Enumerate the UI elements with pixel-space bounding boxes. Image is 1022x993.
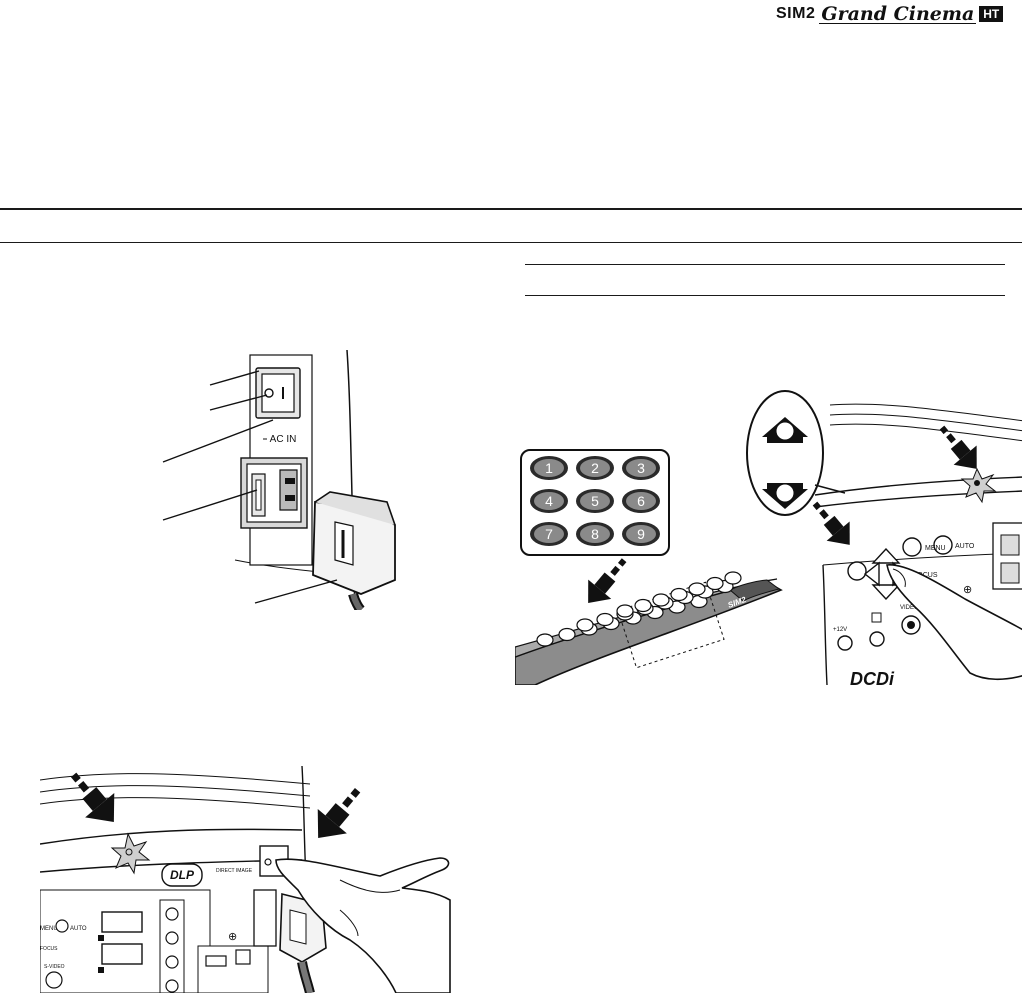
remote-control: SIM2: [515, 578, 783, 685]
keypad-key-label: 8: [591, 526, 599, 542]
keypad-key-label: 5: [591, 493, 599, 509]
figure-power-connection: AC IN: [162, 350, 396, 610]
remote-button[interactable]: [596, 612, 614, 627]
logo-badge: HT: [979, 6, 1004, 22]
keypad-key-label: 7: [545, 526, 553, 542]
keypad-key-6[interactable]: 6: [622, 489, 660, 513]
logo-script-text: Grand Cinema: [819, 2, 977, 25]
svg-text:DIRECT IMAGE: DIRECT IMAGE: [216, 868, 253, 874]
figure-switch-on: DLP DIRECT IMAGE MENU AUTO FOCUS S-VIDEO…: [40, 765, 451, 993]
remote-button[interactable]: [652, 593, 670, 607]
arrow-switch-fig3: [317, 787, 361, 839]
keypad-key-1[interactable]: 1: [530, 456, 568, 480]
arrow-remote: [588, 558, 627, 604]
projector-panel: MENU AUTO FOCUS VIDEO +12V ⊕ DCDi: [814, 403, 1022, 685]
section-rule-top: [0, 208, 1022, 210]
keypad-key-label: 1: [545, 460, 553, 476]
panel-12v-label: +12V: [833, 627, 847, 633]
panel-dcdi-label: DCDi: [850, 669, 895, 685]
remote-button[interactable]: [706, 576, 724, 591]
keypad-key-label: 9: [637, 526, 645, 542]
up-down-inset: [746, 390, 846, 516]
dlp-logo: DLP: [170, 868, 195, 882]
remote-button[interactable]: [536, 633, 554, 647]
subsection-rule-bottom: [525, 295, 1005, 296]
keypad-key-8[interactable]: 8: [576, 522, 614, 546]
fig3-focus-label: FOCUS: [40, 946, 58, 952]
remote-buttons: [536, 571, 742, 647]
arrow-led: [939, 425, 977, 469]
keypad-key-label: 2: [591, 460, 599, 476]
remote-button[interactable]: [670, 587, 688, 602]
panel-video-label: VIDEO: [900, 605, 919, 611]
panel-focus-label: FOCUS: [913, 572, 938, 579]
ac-in-label: AC IN: [270, 434, 297, 445]
panel-menu-label: MENU: [925, 545, 946, 552]
remote-button[interactable]: [688, 582, 706, 596]
keypad-key-5[interactable]: 5: [576, 489, 614, 513]
remote-button[interactable]: [616, 604, 634, 618]
remote-button[interactable]: [558, 627, 576, 642]
fig3-auto-label: AUTO: [70, 926, 87, 932]
keypad-key-label: 6: [637, 493, 645, 509]
logo-brand-text: SIM2: [776, 5, 816, 22]
section-rule-bottom: [0, 242, 1022, 243]
fig3-menu-label: MENU: [40, 926, 58, 932]
keypad-key-label: 4: [545, 493, 553, 509]
remote-button[interactable]: [724, 571, 742, 585]
keypad-keys: 1 2 3 4 5 6 7 8 9: [530, 456, 660, 546]
keypad-key-2[interactable]: 2: [576, 456, 614, 480]
keypad-key-9[interactable]: 9: [622, 522, 660, 546]
subsection-rule-top: [525, 264, 1005, 265]
remote-button[interactable]: [576, 618, 594, 632]
arrow-led-fig3: [70, 772, 115, 823]
keypad-key-3[interactable]: 3: [622, 456, 660, 480]
keypad-key-4[interactable]: 4: [530, 489, 568, 513]
svg-text:⊕: ⊕: [963, 584, 972, 596]
arrow-button: [812, 501, 850, 545]
fig3-svideo-label: S-VIDEO: [44, 964, 65, 970]
keypad-key-label: 3: [637, 460, 645, 476]
figure-remote-and-panel: 1 2 3 4 5 6 7 8 9 SIM2: [515, 390, 1022, 685]
remote-button[interactable]: [634, 598, 652, 613]
panel-auto-label: AUTO: [955, 543, 975, 550]
svg-text:⊕: ⊕: [228, 931, 237, 943]
keypad-key-7[interactable]: 7: [530, 522, 568, 546]
brand-logo: SIM2 Grand Cinema HT: [776, 2, 1004, 25]
